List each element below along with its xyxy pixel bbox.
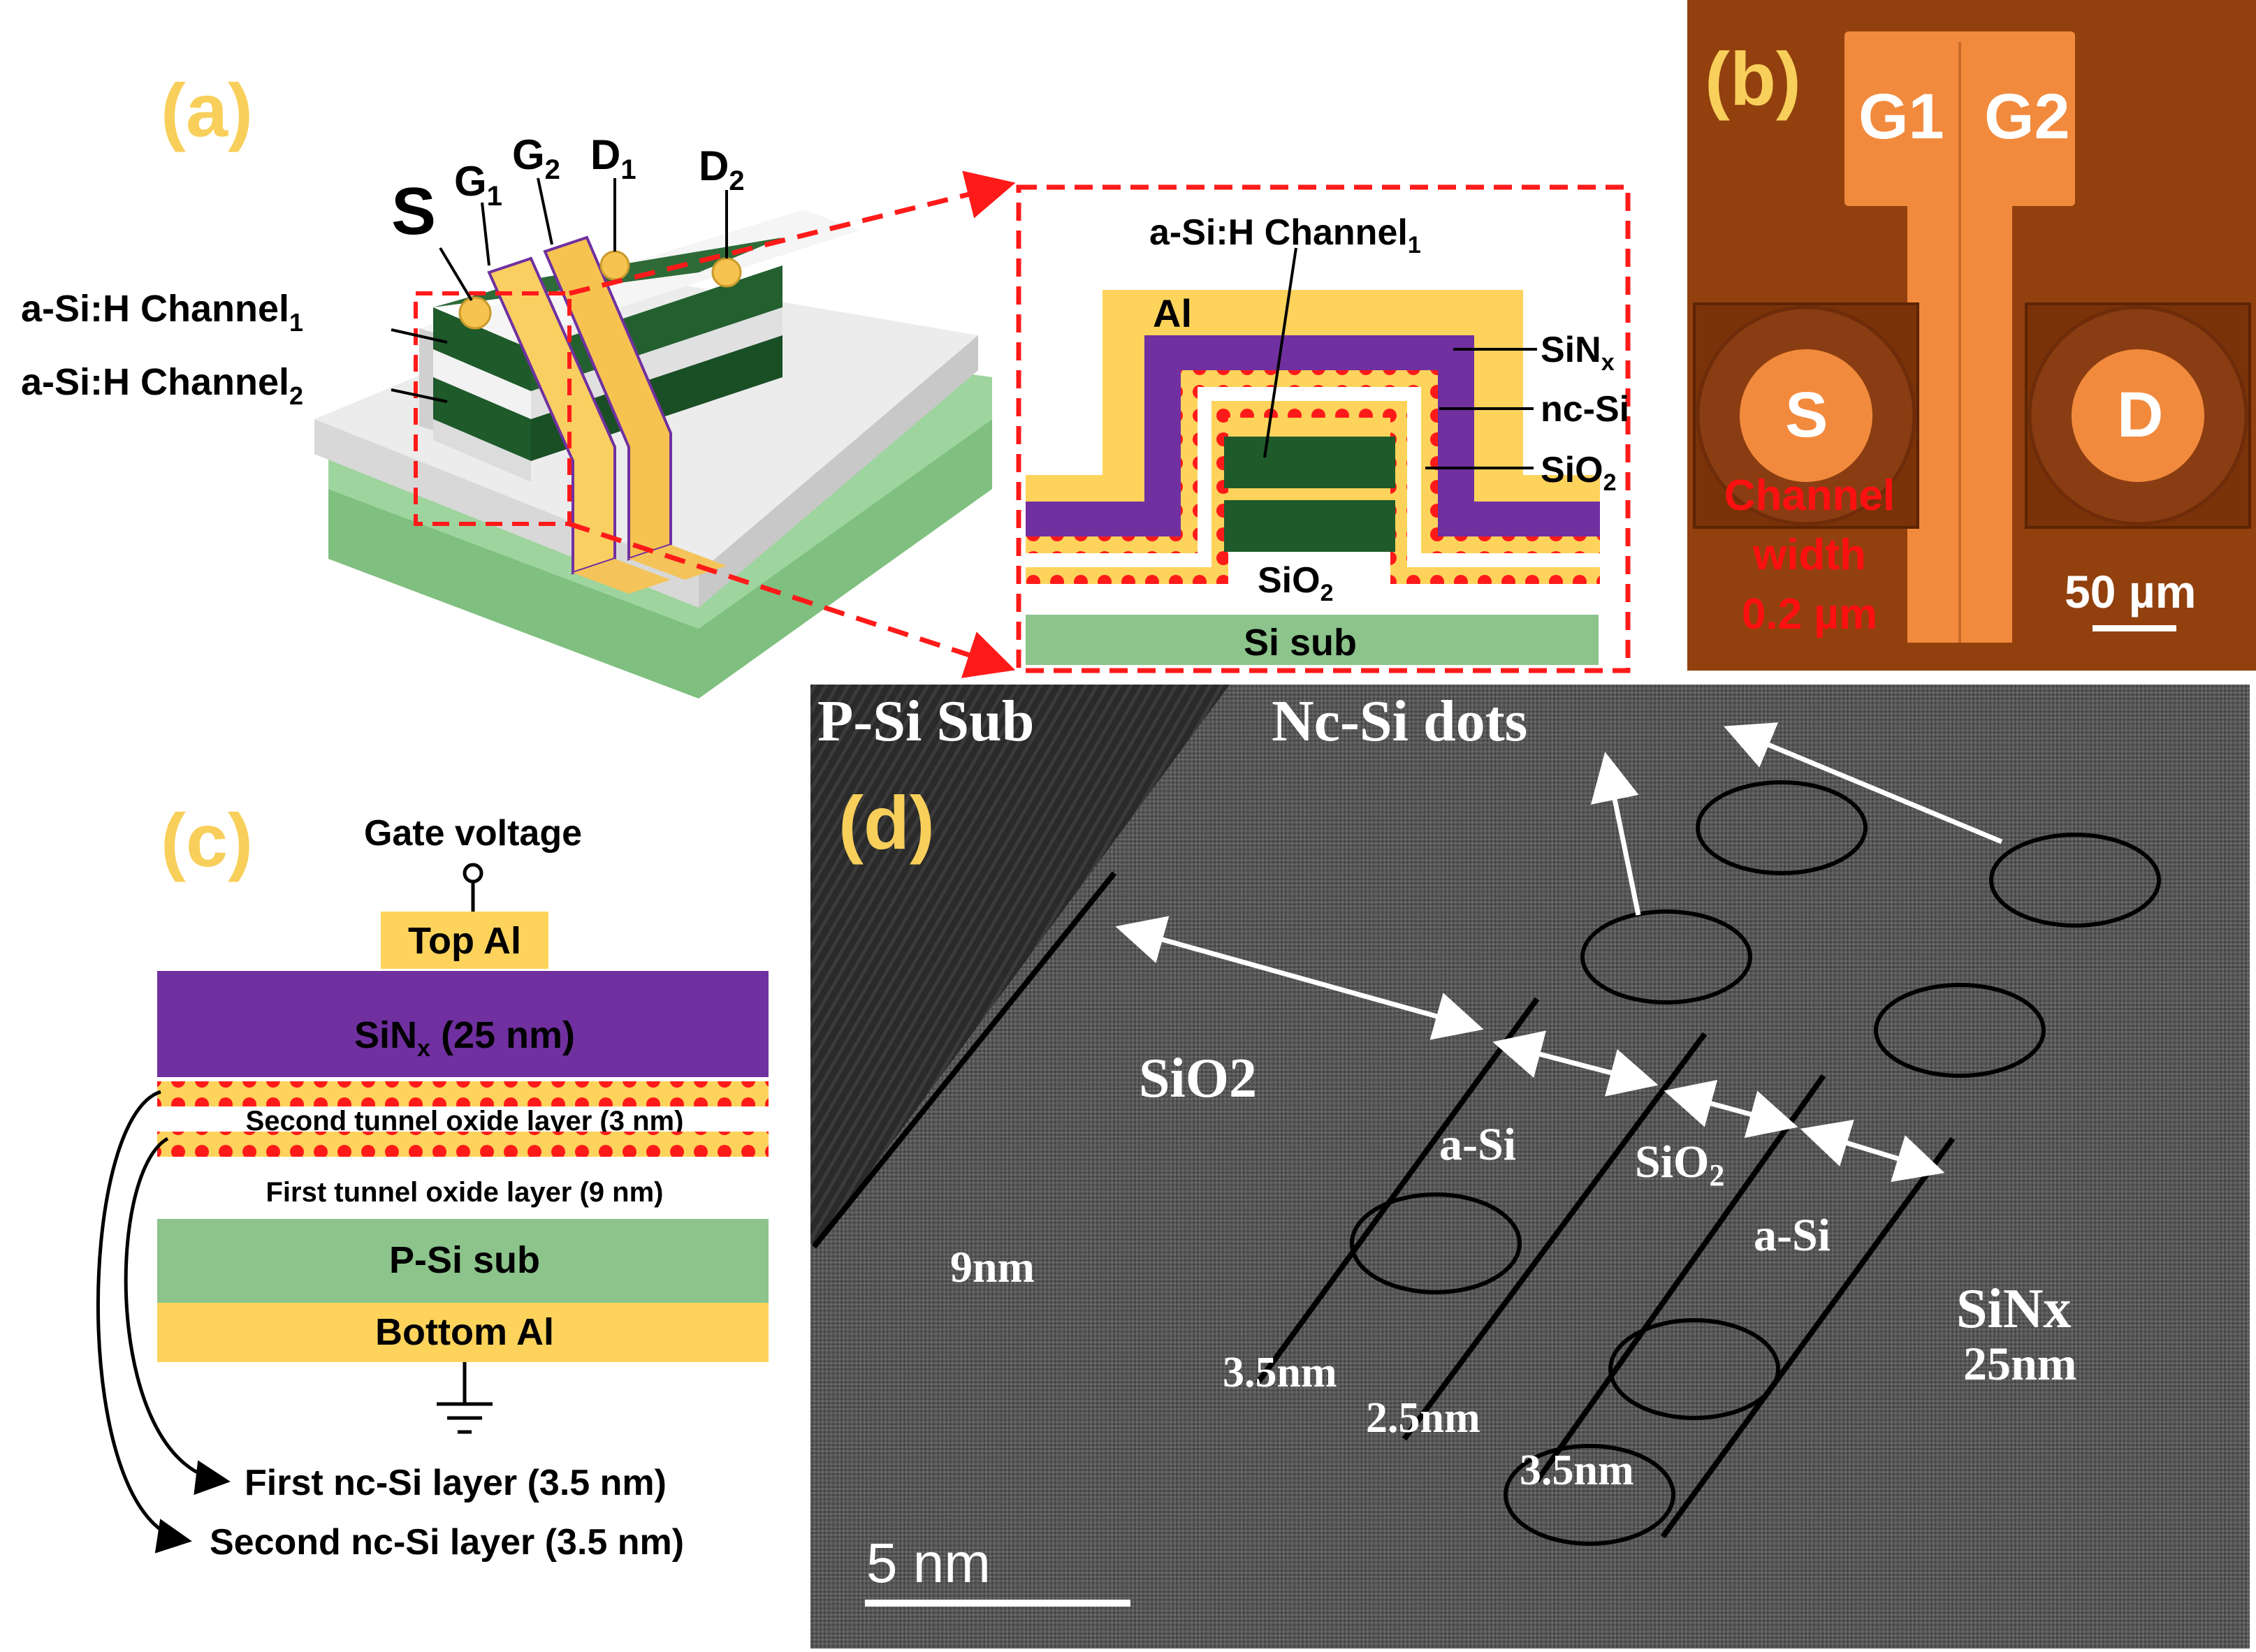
bottom-al-layer bbox=[157, 1303, 769, 1362]
second-ncsi-label: Second nc-Si layer (3.5 nm) bbox=[210, 1522, 684, 1563]
inset-channel-label: a-Si:H Channel1 bbox=[1149, 212, 1421, 258]
device-3d-model bbox=[314, 210, 992, 699]
s-pad-label: S bbox=[1785, 379, 1828, 451]
tem-sio2-mid-label: SiO2 bbox=[1635, 1136, 1724, 1192]
optical-scale-label: 50 µm bbox=[2065, 566, 2196, 617]
gate-electrodes bbox=[487, 235, 727, 594]
panel-b: (b) G1 G2 S D Channel width 0.2 µm 50 µm bbox=[1687, 0, 2256, 671]
inset-al-label: Al bbox=[1153, 291, 1192, 335]
inset-ncsi-label: nc-Si bbox=[1541, 389, 1629, 430]
optical-scale-bar bbox=[2093, 625, 2176, 631]
channel-width-line2: width bbox=[1752, 531, 1866, 579]
channel2-label: a-Si:H Channel2 bbox=[21, 361, 303, 410]
tem-sio2-left-label: SiO2 bbox=[1139, 1048, 1257, 1109]
top-al-label: Top Al bbox=[408, 920, 521, 962]
d-pad-label: D bbox=[2117, 379, 2163, 451]
inset-sinx-label: SiNx bbox=[1541, 330, 1615, 376]
panel-a-label: (a) bbox=[161, 68, 253, 152]
sinx-layer bbox=[157, 971, 769, 1077]
panel-a: (a) bbox=[21, 68, 1631, 699]
d2-label: D2 bbox=[699, 142, 745, 196]
source-label: S bbox=[391, 174, 436, 249]
sinx-label: SiNx (25 nm) bbox=[354, 1014, 575, 1062]
inset-sio2-right-label: SiO2 bbox=[1541, 450, 1617, 496]
layer-boundary-lines bbox=[811, 871, 1956, 1539]
tem-scale-label: 5 nm bbox=[866, 1532, 991, 1594]
tem-asi-2-label: a-Si bbox=[1754, 1210, 1831, 1261]
top-al-layer bbox=[381, 912, 548, 969]
panel-d: P-Si Sub Nc-Si dots (d) bbox=[810, 685, 2250, 1649]
psi-sub-layer bbox=[157, 1219, 769, 1303]
g2-label: G2 bbox=[512, 131, 560, 185]
first-ncsi-label: First nc-Si layer (3.5 nm) bbox=[245, 1463, 667, 1503]
panel-b-label: (b) bbox=[1705, 36, 1801, 121]
channel-width-line1: Channel bbox=[1724, 472, 1895, 520]
tem-ncsi-dots-label: Nc-Si dots bbox=[1272, 689, 1527, 754]
tem-3p5nm-b-label: 3.5nm bbox=[1520, 1447, 1634, 1494]
g1-label: G1 bbox=[454, 158, 502, 212]
tem-scale-bar bbox=[865, 1600, 1130, 1607]
panel-c-label: (c) bbox=[161, 798, 253, 882]
g1-pad-label: G1 bbox=[1858, 81, 1944, 152]
tem-3p5nm-a-label: 3.5nm bbox=[1223, 1349, 1337, 1396]
second-tunnel-label: Second tunnel oxide layer (3 nm) bbox=[246, 1106, 684, 1136]
inset-sio2-bottom-label: SiO2 bbox=[1258, 560, 1334, 606]
panel-c: (c) Gate voltage Top Al SiNx (25 nm) Sec… bbox=[96, 798, 769, 1563]
tem-asi-1-label: a-Si bbox=[1439, 1119, 1516, 1170]
first-tunnel-label: First tunnel oxide layer (9 nm) bbox=[265, 1177, 663, 1208]
tem-9nm-label: 9nm bbox=[950, 1242, 1035, 1292]
g2-pad-label: G2 bbox=[1984, 81, 2070, 152]
panel-d-label: (d) bbox=[838, 780, 935, 865]
tem-sinx-label: SiNx bbox=[1956, 1278, 2072, 1340]
tem-2p5nm-label: 2.5nm bbox=[1366, 1394, 1480, 1442]
tem-arrows bbox=[1115, 722, 2003, 1183]
electrode-leader-lines bbox=[391, 177, 728, 403]
psi-sub-label: P-Si sub bbox=[389, 1239, 540, 1281]
channel-width-line3: 0.2 µm bbox=[1742, 590, 1877, 638]
inset-si-sub-label: Si sub bbox=[1244, 622, 1357, 664]
d1-label: D1 bbox=[590, 131, 636, 185]
cross-section-inset: a-Si:H Channel1 Al SiNx nc-Si SiO2 SiO2 … bbox=[1016, 184, 1631, 673]
channel1-label: a-Si:H Channel1 bbox=[21, 288, 303, 337]
bottom-al-label: Bottom Al bbox=[375, 1311, 554, 1353]
tem-sinx-thickness: 25nm bbox=[1963, 1337, 2076, 1390]
tem-psi-sub-label: P-Si Sub bbox=[817, 689, 1035, 754]
ncsi-dot-circles bbox=[1350, 780, 2161, 1546]
gate-voltage-label: Gate voltage bbox=[364, 813, 582, 854]
ground-icon bbox=[437, 1362, 493, 1434]
